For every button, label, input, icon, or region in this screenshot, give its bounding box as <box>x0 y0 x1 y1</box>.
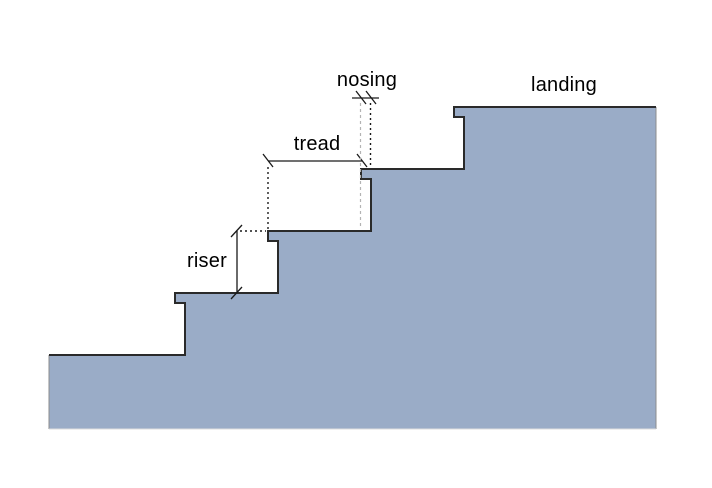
riser-label: riser <box>187 250 227 272</box>
landing-label: landing <box>531 74 597 96</box>
tread-label: tread <box>294 133 341 155</box>
nosing-label: nosing <box>337 69 397 91</box>
nosing-tick-mark-left <box>355 90 367 105</box>
nosing-tick-mark-right <box>365 90 377 105</box>
tread-dimension <box>262 103 372 229</box>
stair-profile-outline <box>49 106 656 356</box>
nosing-dimension <box>352 90 379 105</box>
riser-tick-mark-bottom <box>230 286 243 300</box>
riser-tick-mark-top <box>230 224 243 238</box>
riser-dimension <box>230 224 266 300</box>
stair-body-fill <box>49 107 656 429</box>
tread-tick-mark-left <box>262 153 274 168</box>
tread-tick-mark-right <box>356 153 368 168</box>
